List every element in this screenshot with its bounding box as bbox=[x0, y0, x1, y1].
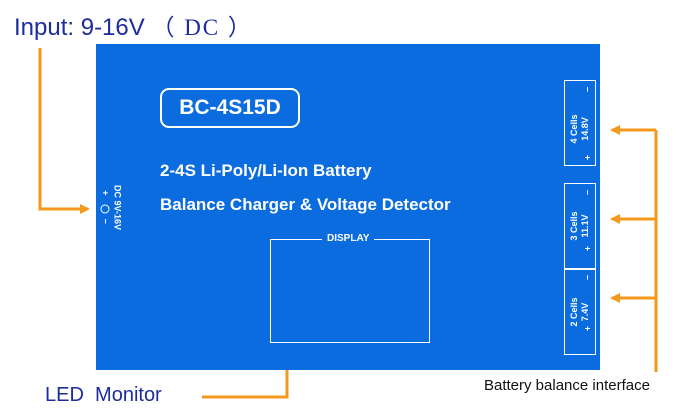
balance-port-2s bbox=[564, 269, 596, 355]
charger-board bbox=[96, 44, 600, 370]
model-name: BC-4S15D bbox=[179, 96, 281, 119]
port-3s-cells: 3 Cells bbox=[569, 211, 579, 241]
port-4s-cells: 4 Cells bbox=[569, 114, 579, 144]
dc-minus: − bbox=[100, 218, 111, 227]
input-value: 9-16V bbox=[80, 14, 145, 41]
input-type: （ DC ） bbox=[151, 15, 253, 40]
input-prefix: Input: bbox=[14, 14, 75, 41]
balance-port-3s bbox=[564, 183, 596, 269]
input-arrow bbox=[38, 48, 90, 214]
port-3s-minus: − bbox=[582, 189, 593, 196]
board-title-line1: 2-4S Li-Poly/Li-Ion Battery bbox=[160, 161, 372, 180]
led-monitor-label: LED Monitor bbox=[45, 384, 162, 407]
port-4s-plus: + bbox=[582, 154, 593, 161]
input-label: Input: 9-16V （ DC ） bbox=[14, 8, 253, 42]
balance-interface-label: Battery balance interface bbox=[484, 377, 650, 394]
model-badge: BC-4S15D bbox=[160, 88, 300, 128]
monitor-word: Monitor bbox=[95, 384, 162, 406]
display-window bbox=[270, 239, 430, 343]
dc-jack-text: DC 9V-16V bbox=[112, 184, 123, 231]
port-2s-cells: 2 Cells bbox=[569, 297, 579, 327]
board-title-line2: Balance Charger & Voltage Detector bbox=[160, 195, 451, 214]
port-2s-voltage: 7.4V bbox=[580, 302, 590, 322]
dc-jack-label: DC 9V-16V bbox=[112, 173, 123, 243]
port-2s-label: 2 Cells 7.4V bbox=[569, 272, 591, 352]
port-2s-plus: + bbox=[582, 325, 593, 332]
port-3s-plus: + bbox=[582, 245, 593, 252]
port-4s-voltage: 14.8V bbox=[580, 117, 590, 141]
display-label: DISPLAY bbox=[322, 233, 375, 244]
led-word: LED bbox=[45, 384, 84, 406]
dc-jack-polarity: + − bbox=[100, 174, 111, 244]
port-2s-minus: − bbox=[582, 274, 593, 281]
balance-port-4s bbox=[564, 80, 596, 166]
port-3s-label: 3 Cells 11.1V bbox=[569, 186, 591, 266]
dc-plus: + bbox=[100, 190, 111, 199]
port-4s-minus: − bbox=[582, 86, 593, 93]
dc-jack-icon bbox=[100, 204, 110, 213]
port-3s-voltage: 11.1V bbox=[580, 214, 590, 238]
